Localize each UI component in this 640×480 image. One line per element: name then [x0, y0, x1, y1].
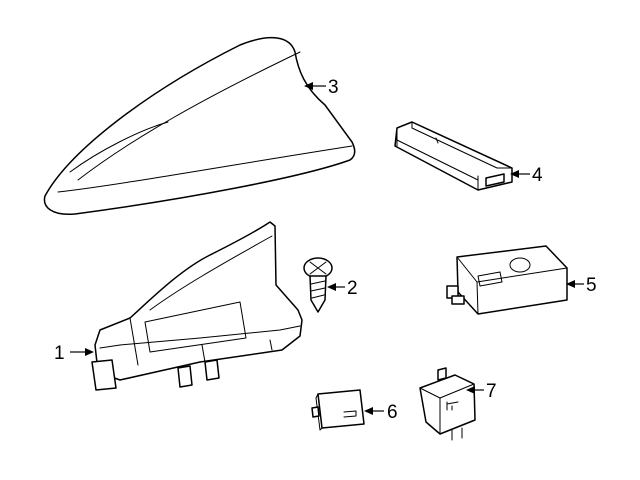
- leader-7: [466, 386, 484, 394]
- part-6-connector[interactable]: [311, 389, 365, 431]
- leader-2: [327, 283, 345, 291]
- callout-1: 1: [54, 343, 65, 364]
- part-5-control-module[interactable]: [446, 245, 568, 315]
- part-7-relay[interactable]: [419, 367, 476, 441]
- callout-7: 7: [486, 381, 497, 402]
- leader-6: [364, 407, 384, 415]
- part-2-screw[interactable]: [303, 257, 333, 313]
- callout-6: 6: [387, 402, 398, 423]
- callout-4: 4: [532, 165, 543, 186]
- leader-5: [566, 280, 584, 288]
- callout-3: 3: [328, 77, 339, 98]
- part-1-antenna-base[interactable]: [91, 221, 303, 391]
- leader-1: [70, 348, 94, 356]
- leader-3: [304, 82, 326, 90]
- leader-4: [510, 170, 530, 178]
- part-3-antenna-cover[interactable]: [43, 36, 356, 216]
- part-4-slim-module[interactable]: [394, 121, 513, 191]
- callout-2: 2: [347, 278, 358, 299]
- callout-5: 5: [586, 275, 597, 296]
